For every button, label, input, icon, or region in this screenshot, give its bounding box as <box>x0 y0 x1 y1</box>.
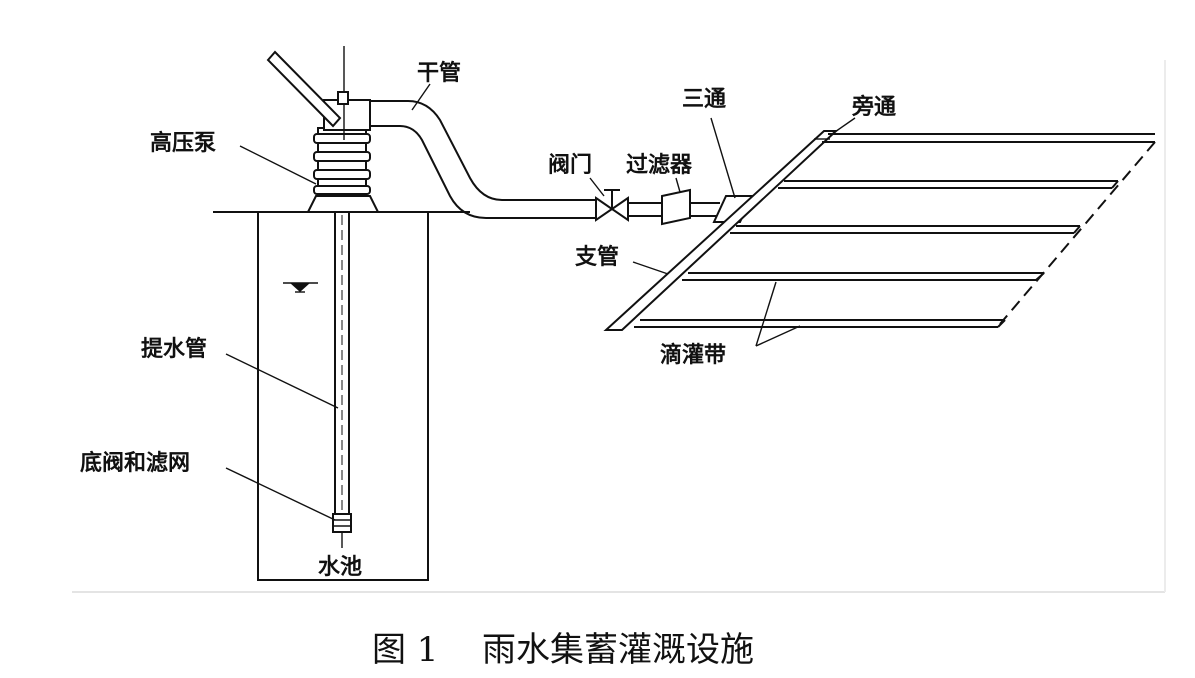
label-drip-tape: 滴灌带 <box>660 342 726 368</box>
foot-valve-strainer <box>332 513 352 548</box>
drip-tapes <box>634 133 1156 328</box>
leader-pump <box>239 145 317 185</box>
label-lift-pipe: 提水管 <box>141 336 207 362</box>
drip-tape-4 <box>682 272 1045 281</box>
leader-tee <box>710 117 736 199</box>
high-pressure-pump <box>306 46 380 213</box>
label-branch-pipe: 支管 <box>575 244 619 270</box>
label-tee: 三通 <box>682 87 726 112</box>
label-pool: 水池 <box>318 555 362 580</box>
label-pump: 高压泵 <box>150 130 216 156</box>
caption-number: 图 1 <box>372 630 438 670</box>
drip-tape-1 <box>822 133 1155 143</box>
leader-drip-tape-a <box>755 281 777 347</box>
leader-main-pipe <box>411 83 431 111</box>
figure-caption: 图 1 雨水集蓄灌溉设施 <box>372 630 754 670</box>
valve-symbol <box>595 189 629 222</box>
branch-pipe <box>603 130 839 331</box>
drip-tape-2 <box>778 180 1119 189</box>
caption-title: 雨水集蓄灌溉设施 <box>482 630 754 670</box>
water-pool <box>257 212 429 581</box>
leader-foot-valve <box>225 467 336 521</box>
label-filter: 过滤器 <box>626 153 693 178</box>
leader-lift-pipe <box>225 353 339 409</box>
label-valve: 阀门 <box>548 152 592 178</box>
filter-symbol <box>661 188 691 226</box>
field-edge-dashed <box>999 141 1156 325</box>
leader-branch-pipe <box>632 261 669 275</box>
water-level-marker <box>290 283 310 292</box>
drip-tape-3 <box>730 225 1081 234</box>
lift-pipe <box>334 209 350 516</box>
label-main-pipe: 干管 <box>417 60 461 86</box>
leader-drip-tape-b <box>755 325 801 347</box>
leader-lines <box>225 83 856 521</box>
labels: 高压泵 干管 三通 旁通 阀门 过滤器 支管 提水管 滴灌带 底阀和滤网 水池 <box>80 60 896 580</box>
leader-valve <box>589 177 605 197</box>
pump-handle <box>266 50 342 128</box>
label-bypass: 旁通 <box>851 94 896 120</box>
drip-tape-5 <box>634 319 1006 328</box>
leader-filter <box>675 177 681 193</box>
label-foot-valve: 底阀和滤网 <box>80 450 190 476</box>
leader-bypass <box>831 117 856 135</box>
